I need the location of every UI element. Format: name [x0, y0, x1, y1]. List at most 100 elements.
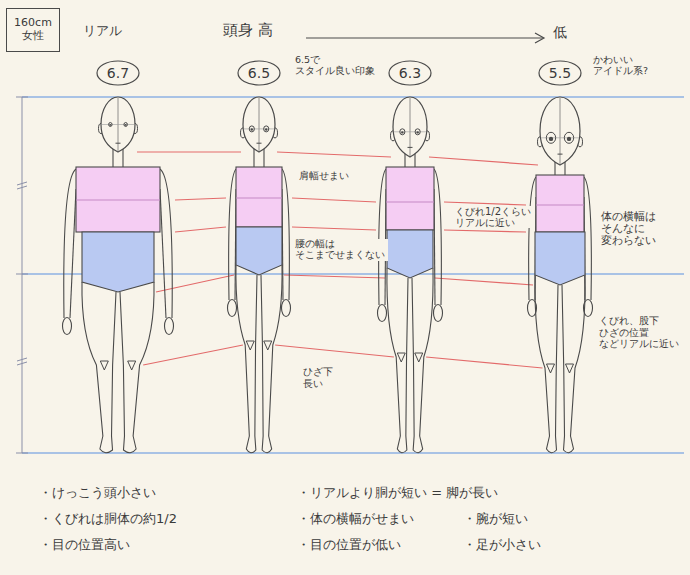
annotation: 6.5で スタイル良い印象	[294, 55, 378, 77]
arm	[160, 169, 172, 318]
head	[393, 97, 427, 157]
neck	[263, 148, 264, 167]
leg	[556, 285, 559, 436]
pupil	[416, 131, 418, 133]
foot	[100, 436, 113, 453]
body-figure	[63, 97, 174, 453]
eye	[546, 132, 555, 143]
comparison-line	[435, 278, 533, 285]
leg	[420, 268, 433, 436]
torso-divider	[236, 197, 282, 198]
annotation: 体の横幅は そんなに 変わらない	[600, 210, 659, 246]
torso	[76, 167, 160, 232]
body-figure	[228, 97, 291, 453]
arm	[160, 189, 166, 318]
foot	[246, 436, 256, 453]
knee-mark	[566, 364, 574, 373]
comparison-line	[284, 275, 385, 278]
note-text: ・足が小さい	[462, 538, 542, 553]
note-text: ・くびれは胴体の約1/2	[38, 512, 178, 527]
comparison-line	[175, 198, 226, 200]
ratio-number: 6.3	[399, 65, 421, 81]
pupil	[251, 128, 253, 130]
leg	[120, 292, 124, 436]
comparison-line	[444, 202, 526, 205]
annotation: リアル	[82, 24, 123, 39]
torso-divider	[76, 199, 160, 200]
foot	[262, 436, 272, 453]
comparison-line	[444, 230, 526, 232]
hand	[434, 305, 443, 322]
head-ratio-oval: 6.3	[388, 60, 432, 86]
annotation: 腰の幅は そこまでせまくない	[294, 239, 388, 261]
hand	[63, 318, 72, 335]
hips	[535, 232, 585, 285]
leg	[387, 268, 400, 436]
scale-arrow	[306, 37, 543, 38]
leg	[255, 275, 257, 436]
eye	[264, 126, 269, 132]
pupil	[265, 128, 267, 130]
comparison-line	[426, 357, 542, 368]
eye	[124, 123, 127, 127]
leg	[261, 275, 263, 436]
arm	[70, 189, 76, 318]
arrow-head	[535, 33, 544, 43]
comparison-line	[137, 151, 241, 152]
eye-guide	[394, 131, 426, 132]
comparison-line	[292, 227, 376, 230]
eye	[109, 123, 112, 127]
body-figure	[528, 97, 593, 453]
comparison-line	[143, 345, 243, 365]
neck	[404, 153, 405, 167]
neck	[253, 148, 254, 167]
eye-guide	[244, 128, 274, 129]
annotation: かわいい アイドル系?	[592, 55, 652, 77]
break-mark	[17, 358, 27, 361]
oval-shape	[238, 61, 280, 85]
leg	[535, 275, 550, 436]
hips	[236, 227, 282, 275]
note-text: ・目の位置が低い	[296, 538, 402, 553]
pupil	[125, 124, 127, 126]
arm	[229, 169, 236, 300]
head	[243, 97, 275, 152]
knee-mark	[415, 353, 423, 362]
mouth	[408, 147, 413, 148]
eye	[249, 126, 254, 132]
ratio-number: 6.7	[107, 65, 129, 81]
pupil	[109, 124, 111, 126]
comparison-line	[292, 198, 376, 202]
leg	[571, 275, 586, 436]
leg	[562, 285, 565, 436]
knee-mark	[264, 341, 272, 350]
knee-mark	[128, 361, 136, 370]
leg	[236, 265, 249, 436]
torso	[536, 175, 584, 232]
head	[540, 97, 580, 165]
pupil	[567, 137, 571, 141]
foot	[397, 436, 407, 453]
annotation: くびれ、股下 ひざの位置 などリアルに近い	[598, 315, 682, 350]
knee-mark	[547, 364, 555, 373]
spec-text: 160cm 女性	[13, 17, 53, 42]
knee-mark	[397, 353, 405, 362]
head-ratio-oval: 6.7	[96, 60, 140, 86]
annotation: くびれ1/2くらい リアルに近い	[454, 206, 535, 228]
foot	[547, 436, 557, 453]
eye	[564, 132, 573, 143]
hips	[387, 230, 433, 278]
pupil	[401, 131, 403, 133]
note-text: ・腕が短い	[462, 512, 529, 527]
leg	[82, 282, 103, 436]
neck	[564, 161, 565, 175]
oval-shape	[539, 61, 581, 85]
arm	[434, 169, 441, 305]
break-mark	[17, 182, 27, 185]
break-mark	[17, 186, 27, 189]
comparison-line	[156, 275, 234, 292]
torso-divider	[536, 204, 584, 205]
note-text: ・体の横幅がせまい	[296, 512, 415, 527]
ratio-number: 6.5	[248, 65, 270, 81]
